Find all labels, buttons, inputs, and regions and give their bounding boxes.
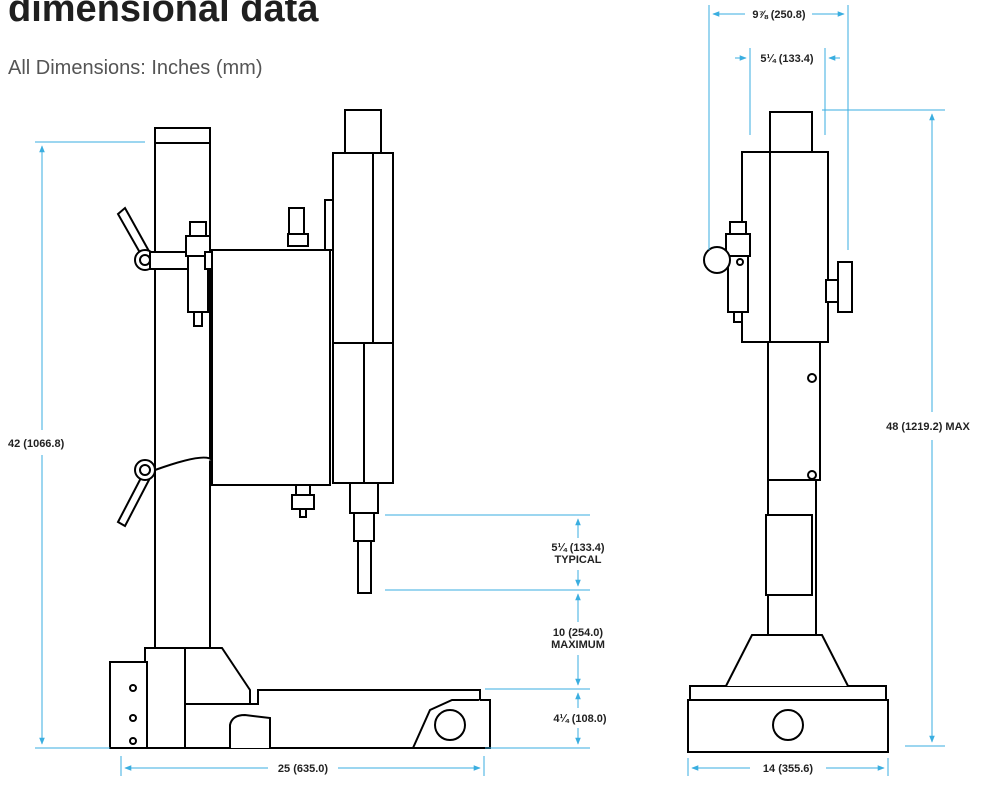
side-head-width-label: 5¼ (133.4) [760,53,814,65]
dimension-lines [35,5,945,776]
stroke-note: MAXIMUM [551,639,605,651]
front-view-machine [109,109,491,749]
front-base-width-label: 25 (635.0) [278,763,328,775]
front-height-label: 42 (1066.8) [8,438,65,450]
base-height-label: 4¼ (108.0) [553,713,607,725]
units-subtitle: All Dimensions: Inches (mm) [8,57,263,79]
side-base-width-label: 14 (355.6) [763,763,813,775]
side-view-machine [687,111,889,753]
horn-length-note: TYPICAL [554,554,601,566]
page-title: dimensional data [8,0,319,30]
side-top-width-label: 9⅞ (250.8) [752,9,806,21]
horn-length-label: 5¼ (133.4) [551,542,605,554]
side-height-label: 48 (1219.2) MAX [886,421,970,433]
stroke-label: 10 (254.0) [553,627,603,639]
